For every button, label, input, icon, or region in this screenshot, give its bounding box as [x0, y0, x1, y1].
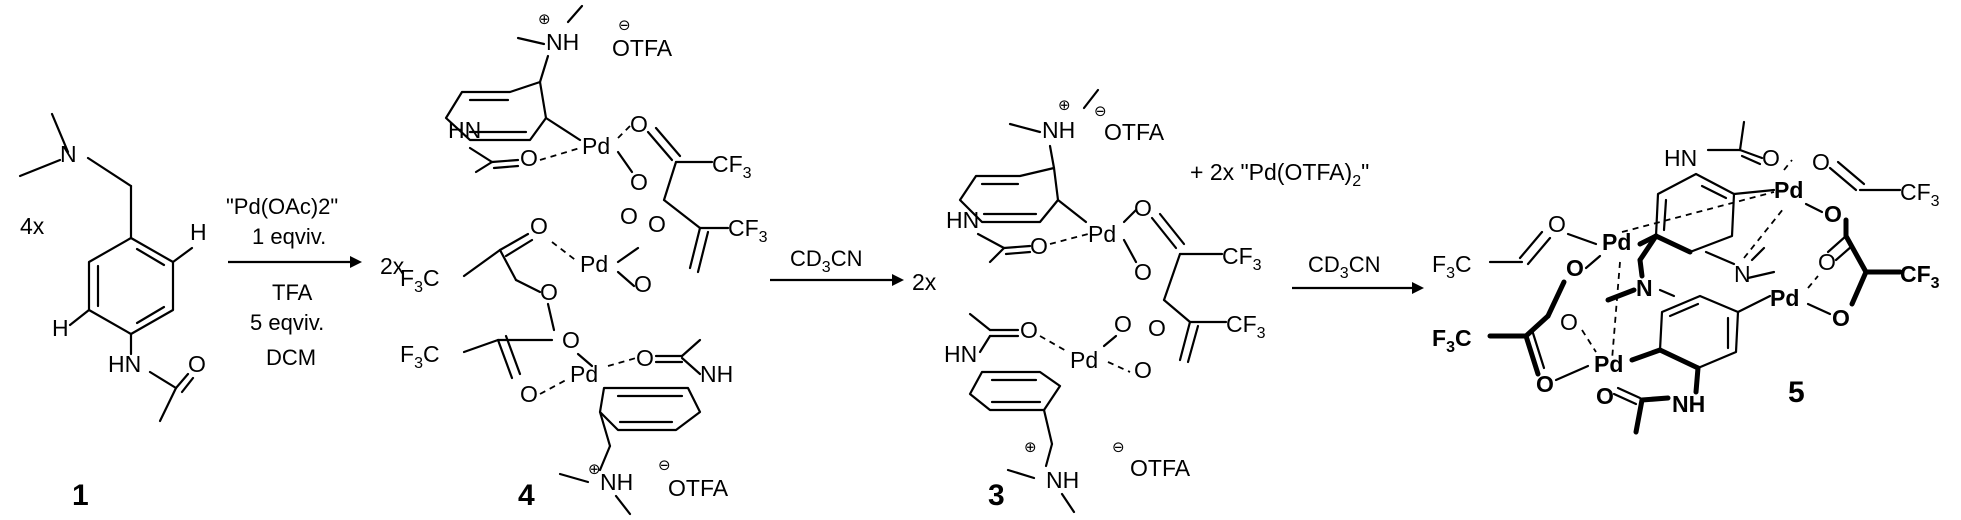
arrow2-solvent: CD3CN — [790, 246, 862, 276]
arrow-3: CD3CN — [1292, 252, 1424, 294]
c1-hydrogen-left: H — [52, 315, 69, 341]
c5-n-right: N — [1734, 261, 1751, 287]
c5-pd-right: Pd — [1770, 285, 1799, 311]
arrow1-reagent-line2: 1 eqviv. — [252, 224, 326, 249]
c3-top-nh: NH — [1042, 117, 1075, 143]
arrow1-reagent-line4: 5 eqviv. — [250, 310, 324, 335]
c5-f3c-left: F3C — [1432, 251, 1472, 282]
c4-multiplier: 2x — [380, 253, 405, 279]
c5-cf3-bottom: CF3 — [1900, 261, 1940, 292]
c5-amide-o-top: O — [1762, 145, 1780, 171]
c3-top-otfa: OTFA — [1104, 119, 1165, 145]
c4-top-cf3: CF3 — [712, 151, 752, 182]
c4-mid-pd: Pd — [580, 251, 608, 277]
c3-bot-plus: ⊕ — [1024, 439, 1037, 456]
c3-bot-o1: O — [1114, 311, 1132, 337]
c4-mid-o3: O — [530, 213, 548, 239]
c5-o-8: O — [1832, 305, 1850, 331]
c5-pd-left: Pd — [1602, 229, 1631, 255]
c5-f3c-bottom: F3C — [1432, 325, 1472, 356]
c3-bot-o2: O — [1148, 315, 1166, 341]
c4-bot-o2: O — [562, 327, 580, 353]
c4-bot-f3c: F3C — [400, 341, 440, 372]
c3-bot-hn: HN — [944, 341, 977, 367]
c3-bot-o3: O — [1134, 357, 1152, 383]
c3-bot-pd: Pd — [1070, 347, 1098, 373]
c1-amide-nh: HN — [108, 351, 141, 377]
c4-bot-pd: Pd — [570, 361, 598, 387]
c5-o-7: O — [1818, 249, 1836, 275]
c4-bot-nh: NH — [700, 361, 733, 387]
c4-bot-o1: O — [520, 381, 538, 407]
arrow-1: "Pd(OAc)2" 1 eqviv. TFA 5 eqviv. DCM — [226, 194, 362, 370]
c4-mid-f3c: F3C — [400, 265, 440, 296]
compound-1: N H H HN O 4x 1 — [18, 112, 207, 512]
c3-bot-cf3: CF3 — [1226, 311, 1266, 342]
c3-multiplier: 2x — [912, 269, 937, 295]
c4-mid-o5: O — [540, 279, 558, 305]
c4-top-otfa: OTFA — [612, 35, 673, 61]
c4-mid-o1: O — [620, 203, 638, 229]
c5-n-left: N — [1636, 275, 1653, 301]
c3-top-minus: ⊖ — [1094, 103, 1107, 120]
c3-top-pd: Pd — [1088, 221, 1116, 247]
c3-bot-minus: ⊖ — [1112, 439, 1125, 456]
compound-5: HN O Pd O CF3 O Pd O F3C O — [1432, 120, 1940, 435]
c3-byproduct: + 2x "Pd(OTFA)2" — [1190, 159, 1369, 190]
c4-top-hn: HN — [448, 117, 481, 143]
c5-amide-o-bottom: O — [1596, 383, 1614, 409]
c3-top-hn: HN — [946, 207, 979, 233]
c3-top-cf3: CF3 — [1222, 243, 1262, 274]
c4-bot-nh-ammonium: NH — [600, 469, 633, 495]
compound-4: 2x ⊕ NH ⊖ OTFA HN O Pd O CF3 O — [380, 4, 768, 516]
arrow1-reagent-line1: "Pd(OAc)2" — [226, 194, 338, 219]
c1-number: 1 — [72, 479, 89, 512]
c5-o-4: O — [1566, 255, 1584, 281]
c4-top-plus: ⊕ — [538, 11, 551, 28]
c4-mid-o4: O — [634, 271, 652, 297]
c4-top-o-upper: O — [630, 111, 648, 137]
c4-mid-o2: O — [648, 211, 666, 237]
c5-o-1: O — [1812, 149, 1830, 175]
c4-bot-minus: ⊖ — [658, 457, 671, 474]
c5-o-2: O — [1824, 201, 1842, 227]
c1-multiplier: 4x — [20, 213, 45, 239]
c3-bot-amide-o: O — [1020, 317, 1038, 343]
compound-3: 2x ⊕ NH ⊖ OTFA HN O Pd O CF3 O + 2x "Pd(… — [912, 88, 1369, 514]
c1-hydrogen-right: H — [190, 219, 207, 245]
c5-o-6: O — [1536, 371, 1554, 397]
c5-amide-hn: HN — [1664, 145, 1697, 171]
c3-top-o1: O — [1134, 195, 1152, 221]
c4-top-pd: Pd — [582, 133, 610, 159]
c3-top-amide-o: O — [1030, 233, 1048, 259]
c5-cf3-top: CF3 — [1900, 179, 1940, 210]
c3-bot-otfa: OTFA — [1130, 455, 1191, 481]
c4-bot-amide-o: O — [636, 345, 654, 371]
c4-top-nh: NH — [546, 29, 579, 55]
c4-bot-plus: ⊕ — [588, 461, 601, 478]
c1-nitrogen: N — [60, 141, 77, 167]
arrow-2: CD3CN — [770, 246, 904, 286]
c4-top-minus: ⊖ — [618, 17, 631, 34]
c3-top-o2: O — [1134, 259, 1152, 285]
c5-pd-top-right: Pd — [1774, 177, 1803, 203]
c5-pd-bottom: Pd — [1594, 351, 1623, 377]
c4-top-amide-o: O — [520, 145, 538, 171]
arrow1-reagent-line3: TFA — [272, 280, 313, 305]
c4-bot-otfa: OTFA — [668, 475, 729, 501]
c1-carbonyl-o: O — [188, 351, 206, 377]
arrow1-solvent: DCM — [266, 345, 316, 370]
c3-top-plus: ⊕ — [1058, 97, 1071, 114]
c4-top-o-lower: O — [630, 169, 648, 195]
c4-number: 4 — [518, 479, 535, 512]
c3-number: 3 — [988, 479, 1005, 512]
c5-number: 5 — [1788, 376, 1805, 409]
c4-mid-cf3a: CF3 — [728, 215, 768, 246]
c5-o-5: O — [1560, 309, 1578, 335]
c5-nh-bottom: NH — [1672, 391, 1705, 417]
arrow3-solvent: CD3CN — [1308, 252, 1380, 282]
c3-bot-nh: NH — [1046, 467, 1079, 493]
c5-o-3: O — [1548, 211, 1566, 237]
